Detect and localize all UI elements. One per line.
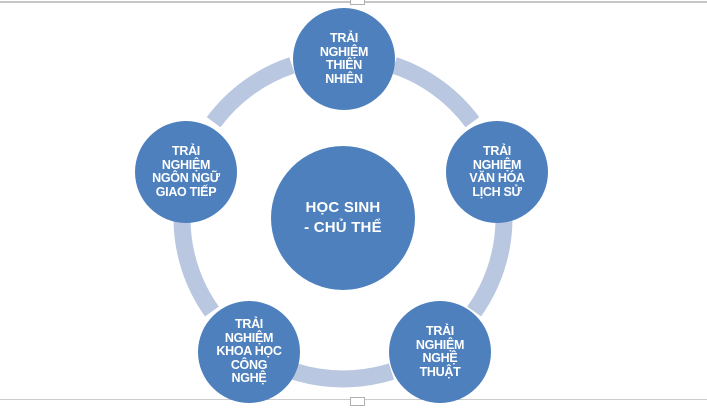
node-trai-nghiem-van-hoa-lich-su[interactable]: TRẢI NGHIỆM VĂN HÓA LỊCH SỬ [446, 121, 548, 223]
cycle-ring-arc-right [467, 219, 513, 317]
node-trai-nghiem-khoa-hoc-cong-nghe[interactable]: TRẢI NGHIỆM KHOA HỌC CÔNG NGHỆ [198, 301, 300, 403]
node-trai-nghiem-thien-nhien[interactable]: TRẢI NGHIỆM THIÊN NHIÊN [293, 8, 395, 110]
cycle-ring-arc-top-right [391, 57, 480, 128]
cycle-ring-arc-bottom [292, 363, 394, 388]
cycle-ring-arc-top-left [206, 57, 295, 128]
node-trai-nghiem-nghe-thuat[interactable]: TRẢI NGHIỆM NGHỆ THUẬT [389, 301, 491, 403]
resize-handle-bottom[interactable] [350, 397, 365, 406]
node-trai-nghiem-ngon-ngu-giao-tiep[interactable]: TRẢI NGHIỆM NGÔN NGỮ GIAO TIẾP [135, 121, 237, 223]
node-hoc-sinh-chu-the[interactable]: HỌC SINH - CHỦ THỂ [271, 146, 415, 290]
cycle-ring-arc-left [173, 219, 219, 317]
resize-handle-top[interactable] [350, 0, 365, 5]
